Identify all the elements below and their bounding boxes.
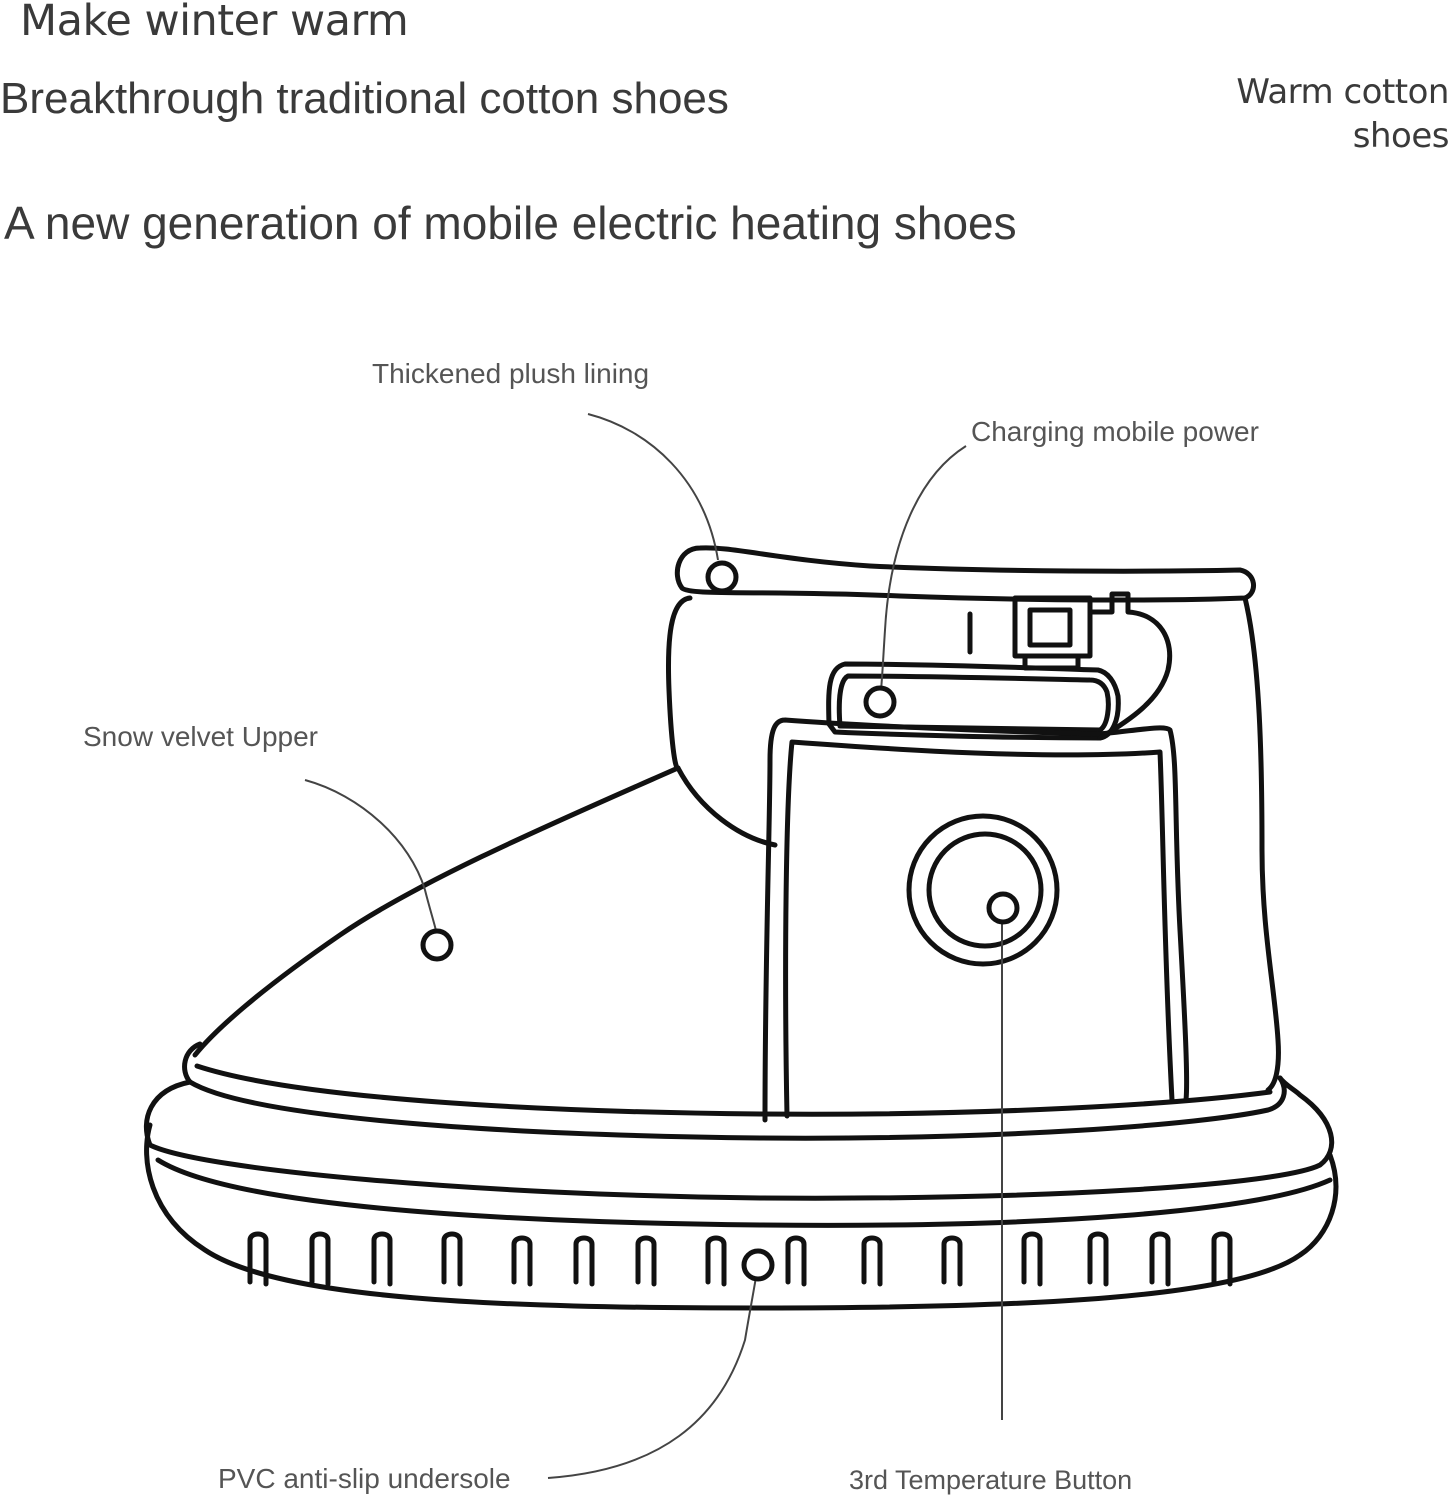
tread-lug bbox=[573, 1235, 595, 1287]
boot-vamp bbox=[192, 765, 681, 1058]
marker-mobile-power bbox=[863, 685, 897, 719]
subheading-new-generation: A new generation of mobile electric heat… bbox=[4, 197, 1017, 249]
tread-lug bbox=[511, 1235, 533, 1287]
marker-snow-velvet-upper bbox=[420, 928, 454, 962]
marker-anti-slip-sole bbox=[741, 1248, 775, 1282]
tread-lug bbox=[941, 1235, 963, 1287]
tread-lug bbox=[1087, 1231, 1109, 1287]
tread-lug bbox=[1021, 1231, 1043, 1287]
leader-plush-lining bbox=[587, 413, 719, 561]
tread-lugs bbox=[247, 1231, 1233, 1287]
leader-snow-velvet-upper bbox=[304, 779, 438, 936]
callout-plush-lining: Thickened plush lining bbox=[372, 358, 650, 389]
charging-cable bbox=[1087, 591, 1173, 741]
usb-plug-inner bbox=[1027, 607, 1073, 648]
boot-shaft bbox=[665, 595, 778, 848]
tread-lug bbox=[705, 1235, 727, 1287]
tread-lug bbox=[1149, 1231, 1171, 1287]
usb-plug-neck bbox=[1022, 653, 1081, 671]
boot-foxing-inner bbox=[194, 1063, 1273, 1117]
subheading-breakthrough: Breakthrough traditional cotton shoes bbox=[0, 74, 729, 123]
boot-foxing bbox=[182, 1041, 1287, 1141]
marker-plush-lining bbox=[705, 560, 739, 594]
tread-lug bbox=[441, 1231, 463, 1287]
callout-temperature-button: 3rd Temperature Button bbox=[849, 1465, 1133, 1495]
headline: Make winter warm bbox=[20, 0, 409, 46]
side-pocket-stitch bbox=[783, 739, 1175, 1119]
tread-lug bbox=[861, 1235, 883, 1287]
boot-midsole bbox=[143, 1075, 1335, 1201]
tread-lug bbox=[371, 1231, 393, 1287]
leader-anti-slip-sole bbox=[547, 1264, 759, 1479]
power-bank-inner bbox=[836, 673, 1111, 733]
tread-lug bbox=[247, 1231, 269, 1287]
callout-mobile-power: Charging mobile power bbox=[971, 416, 1259, 447]
boot-outsole-rim bbox=[155, 1157, 1333, 1228]
tread-lug bbox=[309, 1231, 331, 1287]
tread-lug bbox=[1211, 1231, 1233, 1287]
boot-shaft-right bbox=[1242, 595, 1281, 1093]
temperature-button-outer bbox=[906, 813, 1060, 967]
side-pocket bbox=[762, 717, 1190, 1123]
product-badge: Warm cotton shoes bbox=[1236, 70, 1449, 158]
temperature-button-inner bbox=[926, 831, 1044, 949]
badge-line-2: shoes bbox=[1352, 116, 1450, 156]
tread-lug bbox=[785, 1235, 807, 1287]
callout-snow-velvet-upper: Snow velvet Upper bbox=[83, 721, 319, 752]
leader-mobile-power bbox=[879, 445, 967, 701]
callout-anti-slip-sole: PVC anti-slip undersole bbox=[218, 1463, 511, 1494]
boot-outsole bbox=[144, 1122, 1339, 1311]
tread-lug bbox=[635, 1235, 657, 1287]
boot-collar bbox=[674, 545, 1256, 603]
usb-plug bbox=[1012, 595, 1093, 659]
badge-line-1: Warm cotton bbox=[1236, 72, 1449, 112]
marker-temperature-button bbox=[986, 891, 1020, 925]
